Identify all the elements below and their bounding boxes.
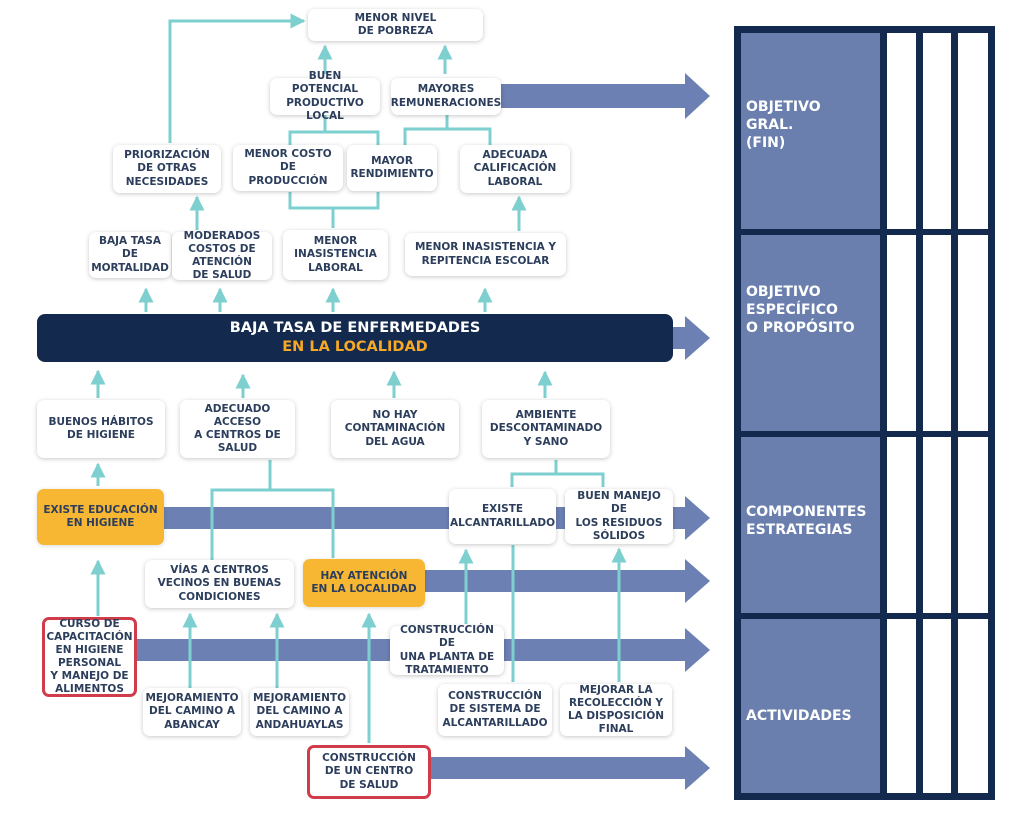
central-purpose-banner: BAJA TASA DE ENFERMEDADES EN LA LOCALIDA… [37,314,673,362]
box-buenos-habitos: BUENOS HÁBITOS DE HIGIENE [37,400,165,458]
box-construccion-planta: CONSTRUCCIÓN DE UNA PLANTA DE TRATAMIENT… [390,624,504,676]
box-mayores-remuneraciones: MAYORES REMUNERACIONES [391,78,501,115]
matrix-row-actividades [741,619,880,793]
inasistencia-bracket [288,192,380,228]
central-purpose-line2: EN LA LOCALIDAD [282,339,428,355]
box-existe-educacion: EXISTE EDUCACIÓN EN HIGIENE [37,489,164,545]
ambiente-bracket [510,460,605,487]
box-vias-centros-vecinos: VÍAS A CENTROS VECINOS EN BUENAS CONDICI… [145,560,294,608]
box-buen-potencial-productivo: BUEN POTENCIAL PRODUCTIVO LOCAL [270,70,380,122]
remuneraciones-bracket [403,115,492,145]
box-camino-abancay: MEJORAMIENTO DEL CAMINO A ABANCAY [143,688,241,736]
matrix-label-componentes: COMPONENTES ESTRATEGIAS [746,504,867,539]
box-menor-inasistencia-escolar: MENOR INASISTENCIA Y REPITENCIA ESCOLAR [405,233,566,276]
box-no-contaminacion: NO HAY CONTAMINACIÓN DEL AGUA [331,400,459,458]
fin-row-arrow [500,73,710,119]
box-mayor-rendimiento: MAYOR RENDIMIENTO [347,145,437,191]
box-adecuado-acceso: ADECUADO ACCESO A CENTROS DE SALUD [180,400,295,458]
matrix-label-fin: OBJETIVO GRAL. (FIN) [746,99,821,152]
box-ambiente-descontaminado: AMBIENTE DESCONTAMINADO Y SANO [482,400,610,458]
box-adecuada-calificacion: ADECUADA CALIFICACIÓN LABORAL [460,145,570,193]
components-row-arrow-2 [425,559,710,603]
box-existe-alcantarillado: EXISTE ALCANTARILLADO [449,489,556,544]
box-priorizacion-necesidades: PRIORIZACIÓN DE OTRAS NECESIDADES [113,145,221,193]
box-menor-costo-produccion: MENOR COSTO DE PRODUCCIÓN [233,145,343,191]
box-curso-capacitacion: CURSO DE CAPACITACIÓN EN HIGIENE PERSONA… [42,617,137,697]
box-construccion-centro-salud: CONSTRUCCIÓN DE UN CENTRO DE SALUD [307,745,431,799]
potencial-bracket [288,115,380,145]
matrix-row-fin [741,33,880,229]
priorizacion-to-pobreza-line [168,13,306,143]
box-moderados-costos: MODERADOS COSTOS DE ATENCIÓN DE SALUD [172,230,272,281]
matrix-row-proposito [741,235,880,431]
box-sistema-alcantarillado: CONSTRUCCIÓN DE SISTEMA DE ALCANTARILLAD… [438,684,552,736]
activities-row-arrow-2 [425,746,710,790]
box-mejorar-recoleccion: MEJORAR LA RECOLECCIÓN Y LA DISPOSICIÓN … [560,684,672,736]
box-menor-nivel-pobreza: MENOR NIVEL DE POBREZA [308,9,483,41]
matrix-label-proposito: OBJETIVO ESPECÍFICO O PROPÓSITO [746,284,855,337]
box-hay-atencion: HAY ATENCIÓN EN LA LOCALIDAD [303,559,425,607]
matrix-label-actividades: ACTIVIDADES [746,708,852,724]
box-menor-inasistencia-laboral: MENOR INASISTENCIA LABORAL [283,230,388,280]
central-purpose-line1: BAJA TASA DE ENFERMEDADES [229,320,481,337]
box-baja-mortalidad: BAJA TASA DE MORTALIDAD [89,232,171,278]
acceso-bracket [210,460,335,560]
logframe-matrix [734,26,995,800]
box-buen-manejo-residuos: BUEN MANEJO DE LOS RESIDUOS SÓLIDOS [565,489,673,544]
box-camino-andahuaylas: MEJORAMIENTO DEL CAMINO A ANDAHUAYLAS [250,688,349,736]
matrix-row-componentes [741,437,880,613]
